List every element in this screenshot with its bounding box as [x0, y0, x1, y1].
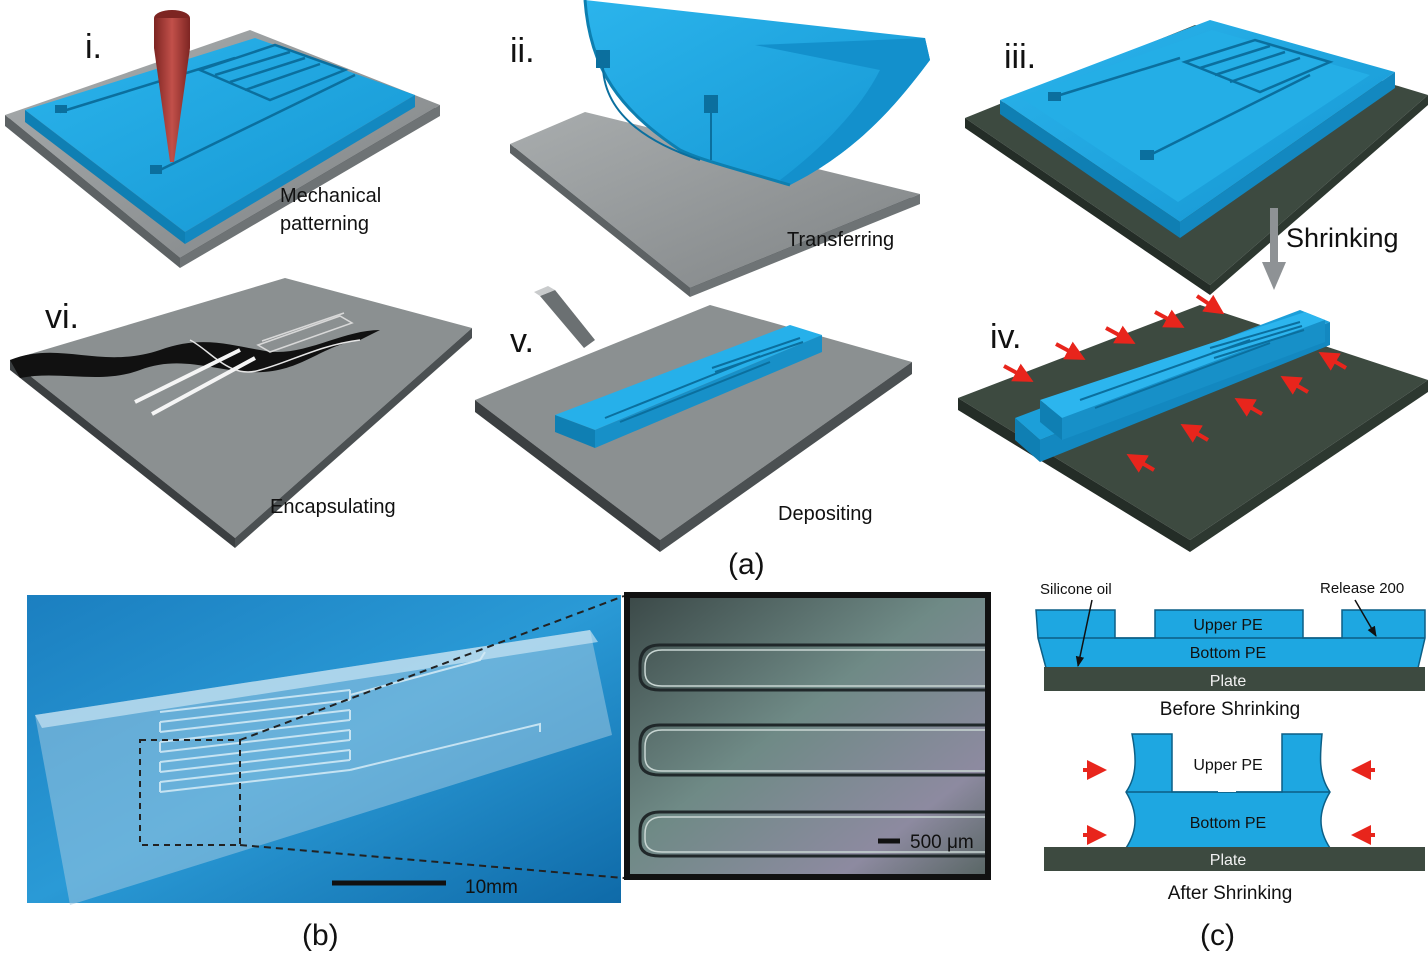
step-i-caption-line1: Mechanical: [280, 185, 381, 207]
blade-tip: [154, 48, 190, 162]
step-v-label: v.: [510, 322, 534, 360]
scale-bar-macro-label: 10mm: [465, 877, 518, 898]
red-arrow: [1280, 375, 1310, 395]
step-vi-caption: Encapsulating: [270, 496, 396, 518]
shrinking-label: Shrinking: [1286, 223, 1399, 253]
callout-release-200: Release 200: [1320, 580, 1404, 597]
callout-silicone-oil-arrow: [1075, 599, 1093, 668]
deposit-nozzle: [540, 290, 595, 348]
panel-b-label: (b): [302, 919, 339, 952]
step-iv-illustration: [958, 305, 1428, 552]
red-arrow: [1234, 397, 1264, 417]
step-ii-caption: Transferring: [787, 229, 894, 251]
red-arrow: [1105, 325, 1136, 344]
after-upper-pe: Upper PE: [1193, 757, 1262, 774]
step-ii-illustration: [510, 0, 930, 297]
step-iv-compression-arrows: [1003, 294, 1348, 473]
panel-a: i. Mechanical patterning ii. Transferrin…: [5, 0, 1428, 581]
device-photo: [27, 595, 621, 905]
step-i-illustration: [5, 10, 440, 268]
panel-c-label: (c): [1200, 919, 1235, 952]
red-arrow: [1195, 294, 1225, 315]
before-plate: Plate: [1210, 673, 1247, 690]
after-plate: Plate: [1210, 852, 1247, 869]
callout-release-200-arrow: [1354, 599, 1377, 637]
after-shrinking-caption: After Shrinking: [1168, 883, 1293, 904]
step-iii-illustration: [965, 20, 1428, 295]
zoom-line-top: [239, 595, 625, 741]
after-compression-arrows: [1083, 760, 1375, 845]
scale-bar-micro-label: 500 μm: [910, 832, 974, 853]
callout-silicone-oil: Silicone oil: [1040, 581, 1112, 598]
red-arrow: [1126, 453, 1156, 473]
shrinking-arrow: [1262, 208, 1286, 290]
before-bottom-pe: Bottom PE: [1190, 645, 1266, 662]
red-arrow: [1154, 309, 1185, 328]
red-arrow: [1180, 423, 1210, 443]
before-upper-pe: Upper PE: [1193, 617, 1262, 634]
step-vi-illustration: [10, 278, 472, 548]
red-arrow: [1318, 351, 1348, 371]
step-ii-label: ii.: [510, 32, 535, 70]
panel-a-label: (a): [728, 548, 765, 581]
micrograph-inset: [624, 592, 991, 880]
panel-b: 10mm 500 μm (b): [27, 592, 991, 952]
after-bottom-pe: Bottom PE: [1190, 815, 1266, 832]
step-vi-label: vi.: [45, 298, 79, 336]
zoom-box: [139, 739, 241, 846]
step-i-caption-line2: patterning: [280, 213, 369, 235]
step-i-label: i.: [85, 28, 102, 66]
step-v-caption: Depositing: [778, 503, 873, 525]
zoom-line-bottom: [239, 844, 625, 879]
blade-holder: [154, 18, 190, 48]
after-shrinking-diagram: [1044, 733, 1425, 871]
step-v-illustration: [475, 286, 912, 552]
step-iv-label: iv.: [990, 318, 1021, 356]
red-arrow: [1003, 363, 1034, 382]
step-iii-label: iii.: [1004, 38, 1036, 76]
before-shrinking-diagram: [1035, 609, 1426, 691]
panel-c: Upper PE Bottom PE Plate Silicone oil Re…: [1035, 580, 1426, 952]
red-arrow: [1055, 341, 1086, 360]
before-shrinking-caption: Before Shrinking: [1160, 699, 1300, 720]
